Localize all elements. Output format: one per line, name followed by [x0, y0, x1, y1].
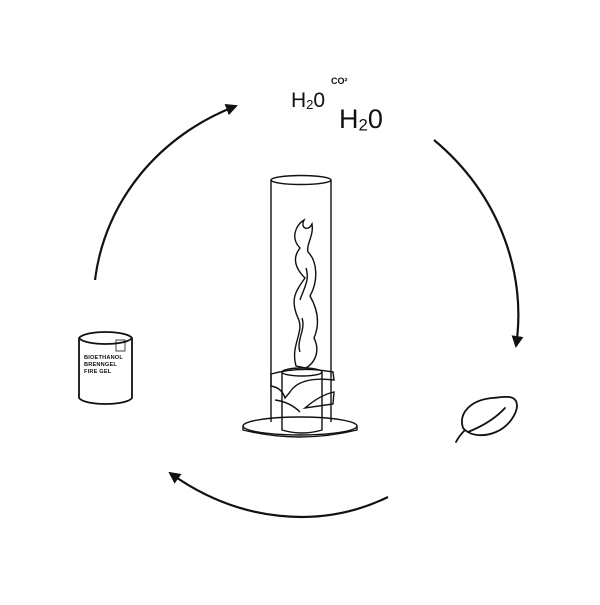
fuel-can-label: BIOETHANOL BRENNGEL FIRE GEL [84, 355, 128, 377]
fuel-can-icon [78, 331, 133, 405]
cycle-arrow-right [433, 139, 524, 348]
co2-label: CO² [331, 76, 348, 86]
water-label-small: H20 [291, 89, 326, 112]
water-label-large: H20 [339, 104, 383, 135]
leaf-icon [455, 395, 518, 443]
cycle-arrow-top-left [93, 103, 238, 281]
cycle-arrow-bottom [168, 471, 389, 518]
fuel-can-line-2: BRENNGEL [84, 362, 117, 369]
fuel-can-line-3: FIRE GEL [84, 369, 112, 376]
fuel-can-line-1: BIOETHANOL [84, 355, 123, 361]
fire-column-icon [242, 174, 358, 438]
